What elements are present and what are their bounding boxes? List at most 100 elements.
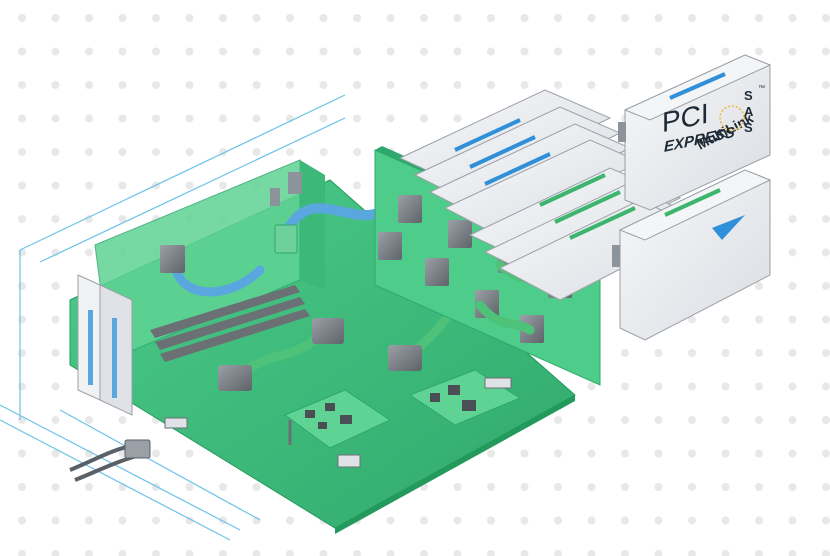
grid-dot	[554, 483, 562, 491]
grid-dot	[18, 550, 26, 556]
grid-dot	[118, 81, 127, 89]
grid-dot	[688, 449, 696, 458]
grid-dot	[721, 483, 730, 491]
grid-dot	[286, 47, 294, 56]
grid-dot	[587, 516, 596, 525]
grid-dot	[219, 14, 227, 22]
grid-dot	[587, 449, 596, 458]
grid-dot	[118, 416, 127, 424]
grid-dot	[654, 382, 663, 391]
grid-dot	[252, 114, 261, 123]
grid-dot	[85, 181, 93, 190]
grid-dot	[788, 382, 797, 391]
cable-icon	[69, 439, 151, 482]
grid-dot	[755, 516, 763, 525]
grid-dot	[822, 181, 830, 190]
grid-dot	[520, 483, 529, 491]
grid-dot	[353, 148, 361, 156]
grid-dot	[219, 550, 227, 556]
grid-dot	[755, 47, 763, 56]
grid-dot	[420, 114, 428, 123]
grid-dot	[319, 114, 328, 123]
grid-dot	[420, 516, 428, 525]
grid-dot	[51, 148, 60, 156]
grid-dot	[721, 416, 730, 424]
chassis-frame	[0, 94, 346, 541]
memory-slots	[150, 285, 310, 362]
sas-letter-3: S	[744, 120, 753, 135]
grid-dot	[487, 81, 495, 89]
grid-dot	[755, 382, 763, 391]
grid-dot	[18, 382, 26, 391]
grid-dot	[51, 248, 60, 257]
grid-dot	[487, 449, 495, 458]
pcie-bracket	[77, 274, 133, 416]
grid-dot	[520, 516, 529, 525]
grid-dot	[85, 81, 93, 89]
grid-dot	[18, 47, 26, 56]
grid-dot	[85, 47, 93, 56]
grid-dot	[688, 14, 696, 22]
grid-dot	[654, 81, 663, 89]
grid-dot	[721, 14, 730, 22]
grid-dot	[788, 215, 797, 223]
grid-dot	[520, 47, 529, 56]
grid-dot	[822, 81, 830, 89]
grid-dot	[85, 416, 93, 424]
grid-dot	[252, 47, 261, 56]
grid-dot	[621, 81, 629, 89]
grid-dot	[587, 416, 596, 424]
grid-dot	[18, 315, 26, 324]
grid-dot	[18, 114, 26, 123]
daughter-card-left	[283, 389, 392, 468]
grid-dot	[487, 483, 495, 491]
grid-dot	[51, 215, 60, 223]
grid-dot	[688, 516, 696, 525]
grid-dot	[487, 47, 495, 56]
cable-connectors	[218, 318, 422, 391]
grid-dot	[688, 483, 696, 491]
grid-dot	[286, 81, 294, 89]
grid-dot	[51, 416, 60, 424]
grid-dot	[319, 14, 328, 22]
grid-dot	[788, 550, 797, 556]
grid-dot	[621, 416, 629, 424]
grid-dot	[386, 516, 395, 525]
grid-dot	[118, 148, 127, 156]
grid-dot	[822, 148, 830, 156]
grid-dot	[319, 148, 328, 156]
riser-blue-cable	[170, 260, 265, 297]
grid-dot	[152, 114, 160, 123]
grid-dot	[755, 315, 763, 324]
grid-dot	[688, 315, 696, 324]
grid-dot	[18, 181, 26, 190]
grid-dot	[185, 181, 194, 190]
grid-dot	[755, 14, 763, 22]
grid-dot	[353, 550, 361, 556]
grid-dot	[822, 315, 830, 324]
grid-dot	[219, 181, 227, 190]
grid-dot	[822, 550, 830, 556]
grid-dot	[453, 14, 462, 22]
grid-dot	[420, 14, 428, 22]
grid-dot	[587, 14, 596, 22]
grid-dot	[621, 349, 629, 357]
grid-dot	[152, 449, 160, 458]
sas-drive-front	[618, 54, 772, 211]
grid-dot	[51, 315, 60, 324]
grid-dot	[554, 550, 562, 556]
grid-dot	[252, 14, 261, 22]
grid-dot	[453, 81, 462, 89]
grid-dot	[353, 181, 361, 190]
grid-dot	[654, 47, 663, 56]
grid-dot	[721, 449, 730, 458]
grid-dot	[51, 14, 60, 22]
grid-dot	[185, 483, 194, 491]
grid-dot	[185, 47, 194, 56]
grid-dot	[788, 416, 797, 424]
grid-dot	[252, 550, 261, 556]
grid-dot	[788, 248, 797, 257]
grid-dot	[788, 449, 797, 458]
grid-dot	[286, 550, 294, 556]
sas-letter-1: S	[744, 88, 753, 103]
